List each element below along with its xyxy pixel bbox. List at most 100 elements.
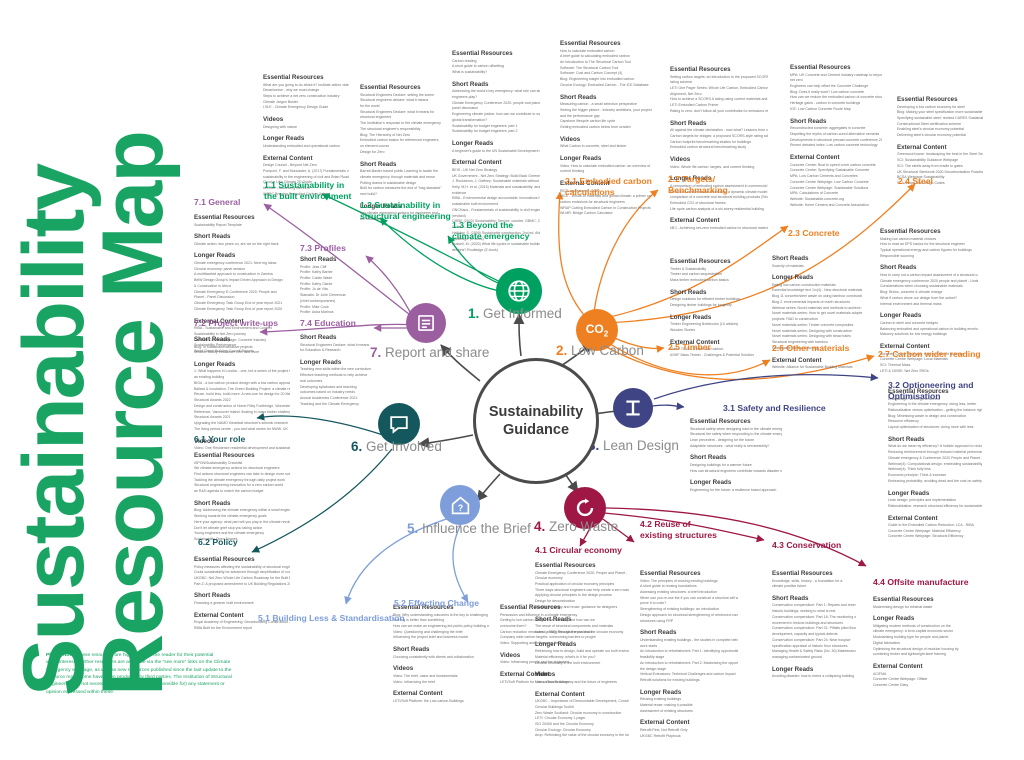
resource-link[interactable]: SCI: The steels away from cradle to gate… [897,163,963,168]
resource-link[interactable]: SCI: Scope Net Design Codes [897,181,945,186]
resource-link[interactable]: combining timber and lightweight steel f… [873,652,946,657]
resource-link[interactable]: Strengthening of existing buildings: an … [640,607,720,612]
resource-link[interactable]: Circular economy in the built environmen… [535,660,601,665]
resource-link[interactable]: UKGBC - Advancing Net Zero [263,186,310,191]
resource-link[interactable]: Tackling the climate emergency through d… [194,477,285,482]
resource-link[interactable]: We climate emergency actions for structu… [194,466,280,471]
resource-link[interactable]: Rationalisation: research structural eff… [888,503,982,508]
resource-link[interactable]: Novel materials series: Designing with s… [772,334,851,339]
resource-link[interactable]: The reuse of structural components and m… [535,624,614,629]
resource-link[interactable]: ISO 20400 and the Circular Economy [535,721,594,726]
resource-link[interactable]: What do we mean by efficiency? A holisti… [888,444,982,449]
resource-link[interactable]: Novel materials series: Designing with c… [772,328,853,333]
resource-link[interactable]: Retrofit First, Not Retrofit Only [640,727,688,732]
resource-link[interactable]: Decarbonise - why we must change [263,88,320,93]
resource-link[interactable]: Video: Circular economy and the future o… [535,679,617,684]
resource-link[interactable]: Profile: Asha Marinos [300,310,334,315]
subheading-1-1[interactable]: 1.1 Sustainability in the built environm… [264,180,352,201]
resource-link[interactable]: Lean design: 10 things to do now [888,396,941,401]
resource-link[interactable]: Concrete Centre: Bust to speed cover car… [790,162,876,167]
resource-link[interactable]: Responsible sourcing [880,253,914,258]
resource-link[interactable]: Structural engineers declare: what it me… [360,98,429,103]
resource-link[interactable]: Rationalisation versus optimisation - ge… [888,407,982,412]
resource-link[interactable]: Seeing the bigger picture - industry amb… [560,107,652,112]
resource-link[interactable]: Steps to achieve a net zero construction… [263,93,340,98]
resource-link[interactable]: How to carry out a carbon impact assessm… [880,272,978,277]
resource-link[interactable]: structures using FRP [640,618,674,623]
resource-link[interactable]: Planet - Panel Discussion [194,295,235,300]
resource-link[interactable]: Alignment, Net Zero [670,91,702,96]
resource-link[interactable]: an R&D agenda to match the carbon budget [194,489,264,494]
resource-link[interactable]: feasibility stage [640,655,665,660]
resource-link[interactable]: I.St.E - Climate Emergency Design Guide [263,105,329,110]
resource-link[interactable]: Circular economy: panel session [194,266,246,271]
resource-link[interactable]: Engineering climate justice: how can we … [452,112,540,117]
resource-link[interactable]: Pomponi, F. and Moncaster, A. (2017) Fun… [263,168,349,173]
resource-link[interactable]: How to calculate embodied carbon [560,48,615,53]
resource-link[interactable]: Rethinking how to design, build and oper… [535,649,629,654]
subheading-6-2[interactable]: 6.2 Policy [198,537,238,547]
resource-link[interactable]: Video: One Residence residential develop… [194,446,290,451]
resource-link[interactable]: Video: Supporting and influencing the cl… [500,641,569,646]
resource-link[interactable]: real outcomes [300,378,323,383]
resource-link[interactable]: Financing a greener built environment [194,600,254,605]
resource-link[interactable]: Kelly, M.H. et al. (2015) Materials and … [452,185,540,190]
resource-link[interactable]: Managing Health & Safety Risks (No. 30) … [772,649,856,654]
resource-link[interactable]: & Construction in Africa [194,283,231,288]
resource-link[interactable]: Circular Ecology: Embodied Carbon - The … [560,82,649,87]
resource-link[interactable]: Climate Emergency Conference 2020: peopl… [452,100,540,105]
resource-link[interactable]: Barrett-Baxter-based public Learning to … [360,169,439,174]
resource-link[interactable]: Applying circular principles to the desi… [535,593,612,598]
resource-link[interactable]: Conservation compendium: Part 18: The mo… [772,614,856,619]
resource-link[interactable]: Structural fire safety when responding t… [690,432,782,437]
resource-link[interactable]: Influencing the project brief and busine… [393,635,469,640]
resource-link[interactable]: Developments in structural precast concr… [790,137,882,142]
resource-link[interactable]: Ballard & Incubation, The Green Building… [194,386,290,391]
resource-link[interactable]: Reconstructed concrete: aggregates in co… [790,126,866,131]
resource-link[interactable]: Climate Emergency Task Group End of year… [194,306,283,311]
resource-link[interactable]: historic buildings: seeking to what is r… [772,609,836,614]
resource-link[interactable]: UKGBC: Net Zero Whole Life Carbon Roadma… [194,575,290,580]
subheading-4-4[interactable]: 4.4 Offsite manufacture [873,577,969,587]
subheading-2-2[interactable]: 2.2 Targets/ Benchmarking [668,174,728,195]
resource-link[interactable]: Getting embodied carbon below from scrat… [560,125,631,130]
resource-link[interactable]: Embodied carbon structural benchmarking … [670,145,747,150]
resource-link[interactable]: ISPON/Sustainability Checklist [194,460,243,465]
resource-link[interactable]: 1: What happens in London - one, but a s… [194,369,290,374]
resource-link[interactable]: specification appraisal of historic floo… [772,643,848,648]
resource-link[interactable]: Arup: Rethinking the value of the circul… [535,733,629,738]
resource-link[interactable]: All against the climate declaration - no… [670,128,768,133]
resource-link[interactable]: Vertical Extensions: Technical Challenge… [640,672,736,677]
resource-link[interactable]: Reference, Vancouver Island: floating in… [194,409,290,414]
resource-link[interactable]: How can we make an engineering-led publi… [393,623,489,628]
subheading-7-4[interactable]: 7.4 Education [300,318,356,328]
resource-link[interactable]: Concrete Centre: Specifying Sustainable … [790,168,870,173]
resource-link[interactable]: Website: Alliance for Sustainable Buildi… [772,365,853,370]
resource-link[interactable]: Delivering steel's circular economy pote… [897,133,966,138]
resource-link[interactable]: Zero Waste Scotland: Circular economy in… [535,710,622,715]
resource-link[interactable]: Reducing reinforcement through reduced m… [888,450,982,455]
resource-link[interactable]: Blog: Minimising waste in design and con… [888,413,967,418]
resource-link[interactable]: A brief guide to calculating embodied ca… [560,54,630,59]
resource-link[interactable]: Developing syllabuses and teaching [300,384,357,389]
resource-link[interactable]: Modernising design for minimal waste [873,604,933,609]
subheading-7-1[interactable]: 7.1 General [194,197,241,207]
resource-link[interactable]: Circular economy and reuse: guidance for… [535,604,618,609]
resource-link[interactable]: Concrete Centre Webpage: Concrete Indust… [194,337,267,342]
resource-link[interactable]: Young engineers and the climate emergenc… [194,531,265,536]
resource-link[interactable]: The Institution's response to the climat… [360,121,441,126]
resource-link[interactable]: ICE: Low Carbon Concrete Route Map [790,106,851,111]
resource-link[interactable]: Sustainability for budget engineers: par… [452,123,518,128]
resource-link[interactable]: Engineering for the future: a resilience… [690,487,777,492]
resource-link[interactable]: What are you going to do about it? Insti… [263,82,349,87]
subheading-1-3[interactable]: 1.3 Beyond the climate emergency [452,220,530,241]
subheading-2-3[interactable]: 2.3 Concrete [788,228,840,238]
resource-link[interactable]: Design and construction of Home Riley Fo… [194,403,290,408]
resource-link[interactable]: Recent debated index: Low carbon concret… [790,143,878,148]
subheading-3-2[interactable]: 3.2 Optioneering and Optimisation [888,380,974,401]
resource-link[interactable]: How can structural engineers contribute … [690,468,782,473]
resource-link[interactable]: Software: Cost and Carbon Concept (4) [560,71,623,76]
resource-link[interactable]: Timber Engineering Notebooks (10 article… [670,322,739,327]
resource-link[interactable]: LETI/Soft Platform for Low-carbon Buildi… [500,679,569,684]
resource-link[interactable]: Reuse, build less, build more: A new-use… [194,392,290,397]
